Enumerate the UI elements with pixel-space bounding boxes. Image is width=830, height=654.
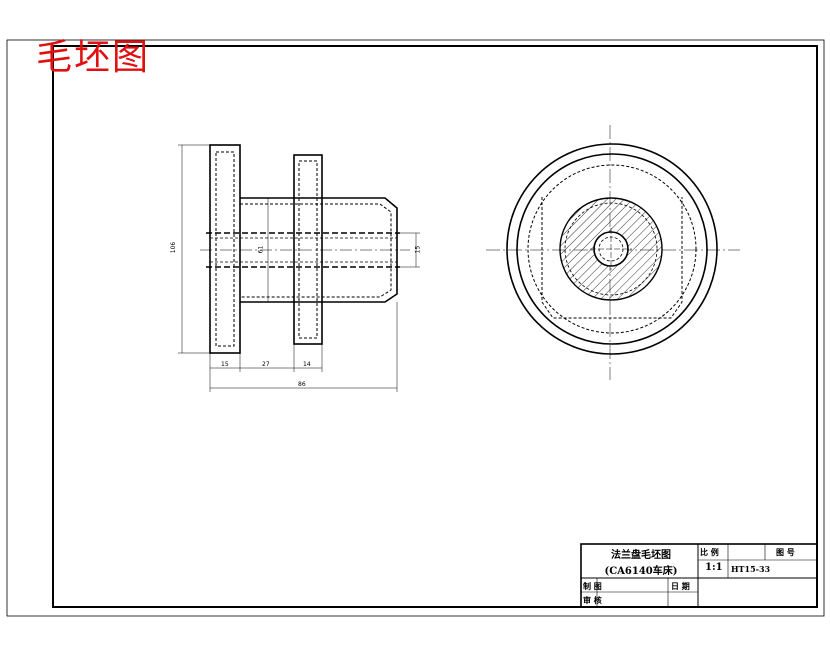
- drawn-label: 制 图: [583, 581, 602, 591]
- drawing-frame: [52, 45, 818, 608]
- dim-overall-diameter: 106: [170, 241, 178, 254]
- hub-inner-dashed: [240, 203, 392, 298]
- machine-name: (CA6140车床): [604, 566, 678, 577]
- outer-circle: [506, 143, 718, 355]
- checked-label: 审 核: [583, 595, 602, 605]
- left-flange-dashed: [215, 151, 235, 347]
- front-view: [178, 144, 420, 392]
- drawing-no-label: 图 号: [776, 547, 795, 557]
- second-circle: [516, 153, 708, 345]
- title-block: [580, 543, 818, 608]
- dim-hub-diameter: 61: [257, 245, 265, 254]
- sheet-outer-border: [6, 39, 825, 617]
- scale-value: 1:1: [705, 562, 723, 573]
- hub-body: [240, 197, 398, 303]
- ring-flange-dashed: [298, 160, 318, 339]
- dim-gap-length: 27: [262, 361, 270, 368]
- material: HT15-33: [731, 564, 771, 574]
- date-label: 日 期: [671, 581, 690, 591]
- dim-ring-width: 14: [303, 361, 311, 368]
- part-name: 法兰盘毛坯图: [611, 550, 671, 561]
- dashed-circle: [527, 164, 697, 334]
- left-flange: [209, 144, 241, 354]
- side-view: [486, 125, 740, 380]
- ring-flange: [293, 154, 323, 345]
- dim-flange-width: 15: [221, 361, 229, 368]
- drawing-title: 毛坯图: [36, 37, 151, 78]
- dim-bore-diameter: 15: [414, 245, 422, 254]
- scale-label: 比 例: [700, 547, 719, 557]
- hub-inner-dashed: [564, 202, 658, 296]
- hub-outline-dashed: [541, 197, 683, 319]
- dim-overall-length: 86: [298, 381, 306, 388]
